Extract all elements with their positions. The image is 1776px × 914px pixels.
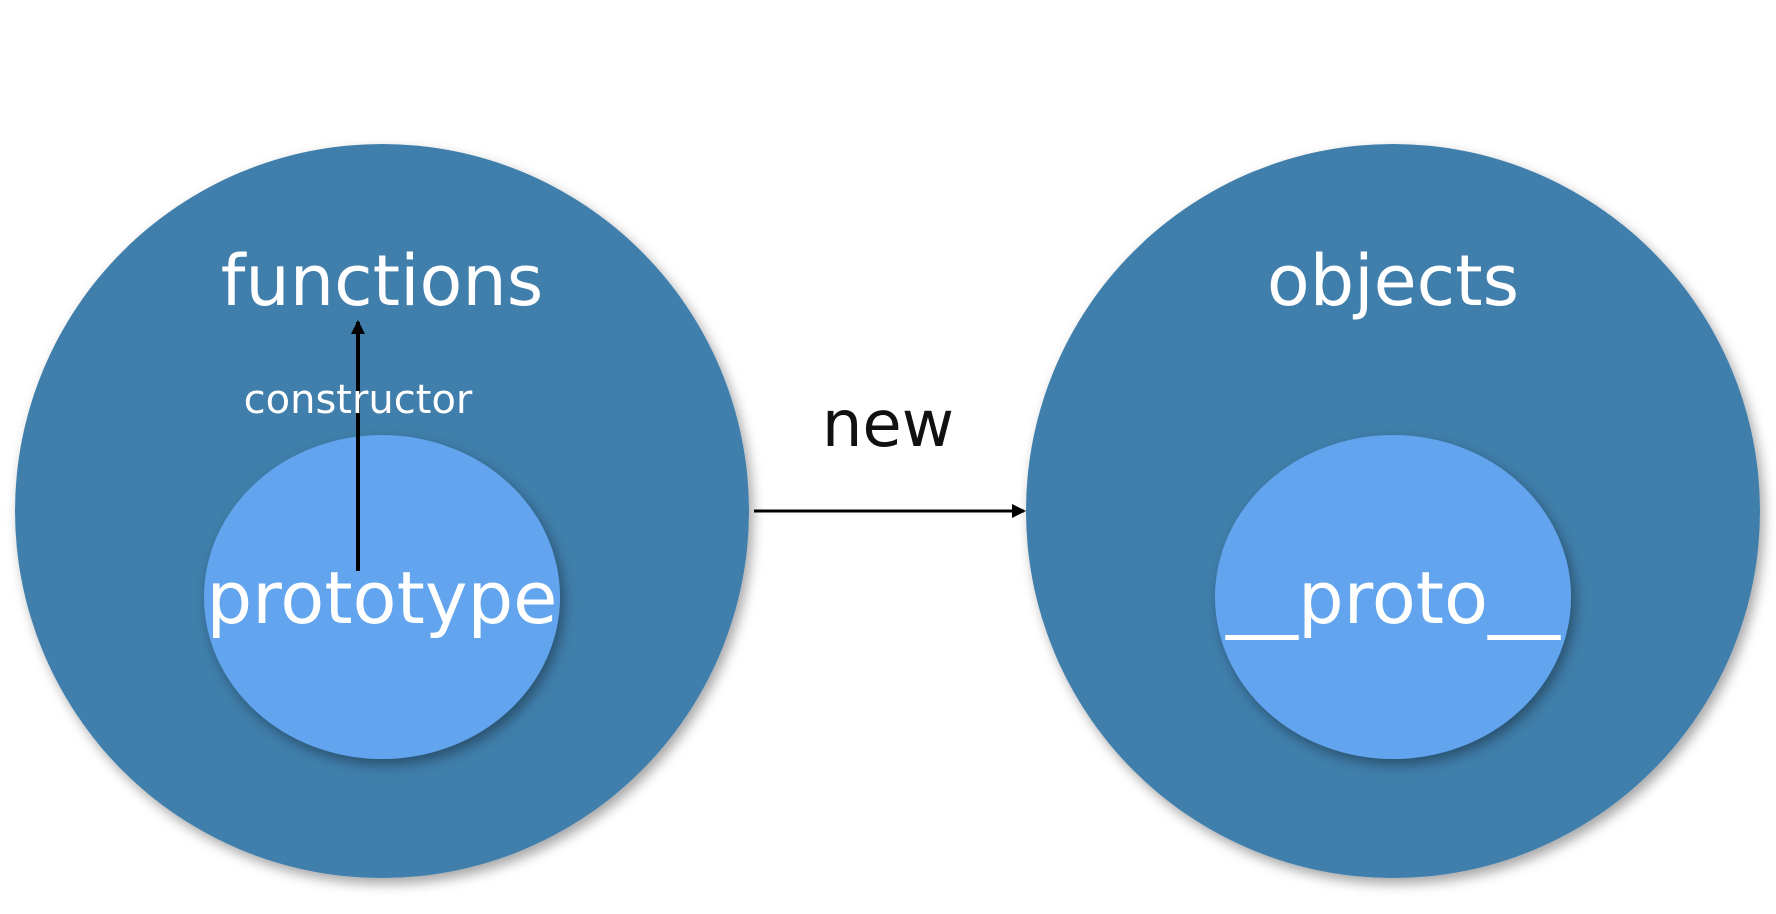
constructor-label: constructor [244,377,473,423]
proto-label: __proto__ [1225,556,1561,640]
new-connector-group: new [754,388,1026,518]
functions-circle-group: functions prototype constructor [15,144,749,878]
prototype-label: prototype [207,556,558,640]
objects-circle-group: objects __proto__ [1026,144,1760,878]
objects-title: objects [1267,240,1519,322]
prototype-inner-circle [204,435,560,759]
functions-title: functions [221,240,543,322]
new-label: new [822,388,954,462]
proto-inner-circle [1215,435,1571,759]
